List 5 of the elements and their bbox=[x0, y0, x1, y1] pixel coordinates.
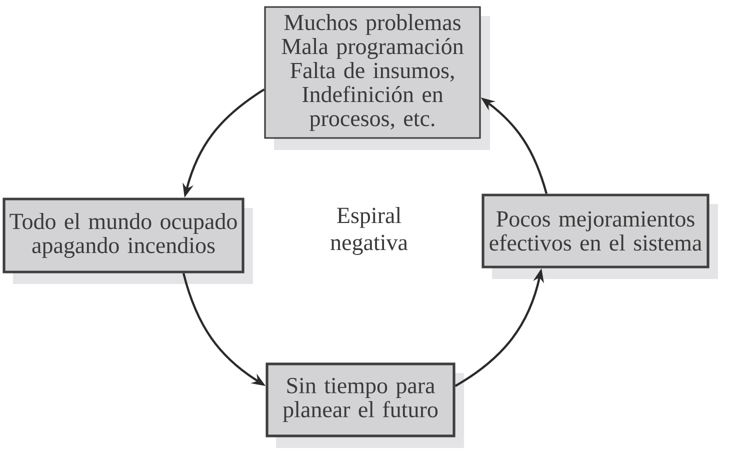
center-label: Espiral negativa bbox=[330, 207, 408, 255]
process-box: Sin tiempo para planear el futuro bbox=[266, 362, 456, 438]
process-box: Todo el mundo ocupado apagando incendios bbox=[2, 198, 244, 274]
process-box: Muchos problemas Mala programación Falta de insumos, Indefinición en procesos, etc. bbox=[264, 6, 481, 139]
process-box: Pocos mejoramientos efectivos en el sistema bbox=[482, 194, 710, 268]
